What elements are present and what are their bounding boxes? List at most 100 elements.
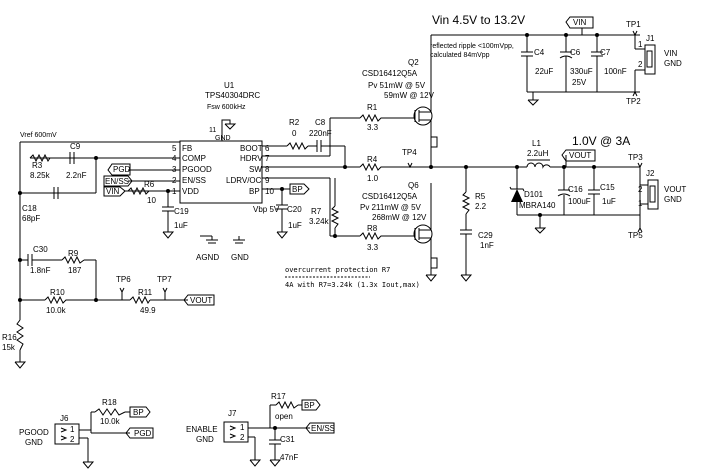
enss-flag-text: EN/SS	[105, 177, 129, 186]
r3-value: 8.25k	[30, 171, 51, 180]
ocp-title: overcurrent protection R7	[285, 266, 390, 274]
c19-value: 1uF	[174, 221, 188, 230]
c30-value: 1.8nF	[30, 266, 51, 275]
pin-num-7: 7	[265, 154, 270, 163]
q2-ref: Q2	[408, 58, 419, 67]
connector-j1: J1 VIN GND 1 2	[638, 34, 682, 75]
r3-resistor	[29, 153, 54, 163]
net-flag-enss	[103, 175, 133, 187]
tp3-label: TP3	[628, 153, 643, 162]
net-flag-pgd-j6	[125, 427, 154, 439]
r17-resistor	[275, 400, 299, 410]
ground-symbol	[534, 227, 547, 234]
net-flag-vin-left	[103, 186, 126, 197]
ground-symbols: AGND GND	[14, 99, 547, 469]
r16-ref: R16	[2, 333, 17, 342]
net-flag-vout-right	[561, 149, 596, 162]
connector-j2: J2 VOUT GND 2 1	[638, 169, 686, 210]
j1-pin-2: 2	[638, 60, 643, 69]
pin-pgood: PGOOD	[182, 165, 212, 174]
net-flag-bp	[289, 183, 310, 195]
r8-resistor	[359, 231, 385, 241]
capacitors: C9 2.2nF C18 68pF C8 220nF C19 1uF C20 1…	[22, 48, 627, 462]
tp7-symbol	[162, 287, 168, 294]
j2-pin-1: 1	[638, 199, 643, 208]
ground-symbol	[276, 231, 289, 239]
r1-resistor	[359, 113, 385, 123]
schottky-diode-d101: D101 MBRA140	[509, 186, 556, 210]
r1-ref: R1	[367, 103, 378, 112]
d101-ref: D101	[524, 190, 544, 199]
pgd-flag-text: PGD	[113, 165, 131, 174]
j1-ref: J1	[646, 34, 655, 43]
r8-value: 3.3	[367, 243, 379, 252]
c9-value: 2.2nF	[66, 171, 87, 180]
c4-value: 22uF	[535, 67, 553, 76]
ic-gnd-pin: 11	[209, 127, 216, 134]
tp7-label: TP7	[157, 275, 172, 284]
tp6-symbol	[119, 287, 125, 294]
pin-enss: EN/SS	[182, 176, 206, 185]
l1-value: 2.2uH	[527, 149, 549, 158]
q6-part: CSD16412Q5A	[362, 192, 418, 201]
vin-flag-text: VIN	[573, 18, 587, 27]
r11-value: 49.9	[140, 306, 156, 315]
r11-resistor	[129, 295, 151, 305]
tp3-symbol	[637, 162, 643, 169]
ground-symbol	[269, 459, 282, 467]
tp4-symbol	[407, 162, 413, 169]
net-flag-bp-j6	[129, 406, 151, 418]
c19-ref: C19	[174, 207, 189, 216]
ground-symbol	[527, 99, 540, 106]
r9-resistor	[61, 255, 85, 265]
r17-ref: R17	[271, 392, 286, 401]
c18-ref: C18	[22, 204, 37, 213]
r9-value: 187	[68, 266, 82, 275]
ocp-detail: 4A with R7=3.24k (1.3x Iout,max)	[285, 281, 420, 289]
vout-flag-text: VOUT	[569, 151, 591, 160]
ic-gnd-wire	[221, 119, 231, 141]
ground-symbol	[162, 231, 175, 239]
r9-ref: R9	[68, 249, 79, 258]
r16-resistor	[16, 319, 24, 351]
tp1-symbol	[632, 30, 638, 37]
j1-pin-1: 1	[638, 40, 643, 49]
vin-flag-left-text: VIN	[106, 187, 120, 196]
r18-value: 10.0k	[100, 417, 121, 426]
c29-value: 1nF	[480, 241, 494, 250]
bp-j7-flag-text: BP	[304, 401, 315, 410]
ic-ref: U1	[224, 81, 235, 90]
pin-comp: COMP	[182, 154, 206, 163]
pin-bp: BP	[249, 187, 260, 196]
r18-ref: R18	[102, 398, 117, 407]
net-flag-pgd	[107, 163, 131, 176]
q2-loss-12v: 59mW @ 12V	[384, 91, 435, 100]
net-flag-bp-j7	[301, 399, 321, 411]
r2-resistor	[286, 141, 309, 151]
c29-ref: C29	[478, 231, 493, 240]
pin-num-6: 6	[265, 144, 270, 153]
j6-pin-2: 2	[70, 435, 75, 444]
r11-ref: R11	[138, 288, 153, 297]
c6-voltage: 25V	[572, 78, 587, 87]
r17-value: open	[275, 412, 293, 421]
c7-ref: C7	[600, 48, 611, 57]
vin-range-title: Vin 4.5V to 13.2V	[432, 13, 525, 27]
j6-pin-1: 1	[70, 425, 75, 434]
r5-resistor	[461, 191, 471, 215]
tp2-label: TP2	[626, 97, 641, 106]
ground-symbol	[249, 459, 262, 467]
pin-fb: FB	[182, 144, 192, 153]
c20-ref: C20	[287, 205, 302, 214]
tp5-symbol	[637, 226, 643, 233]
q6-ref: Q6	[408, 181, 419, 190]
pgd-j6-flag-text: PGD	[134, 429, 152, 438]
r18-resistor	[94, 408, 126, 416]
j7-pin-2: 2	[240, 433, 245, 442]
bp-flag-text: BP	[292, 185, 303, 194]
tp1-label: TP1	[626, 20, 641, 29]
ground-symbol	[224, 123, 237, 130]
j7-pin-1: 1	[240, 423, 245, 432]
r16-value: 15k	[2, 343, 16, 352]
j2-label-2: GND	[664, 195, 682, 204]
